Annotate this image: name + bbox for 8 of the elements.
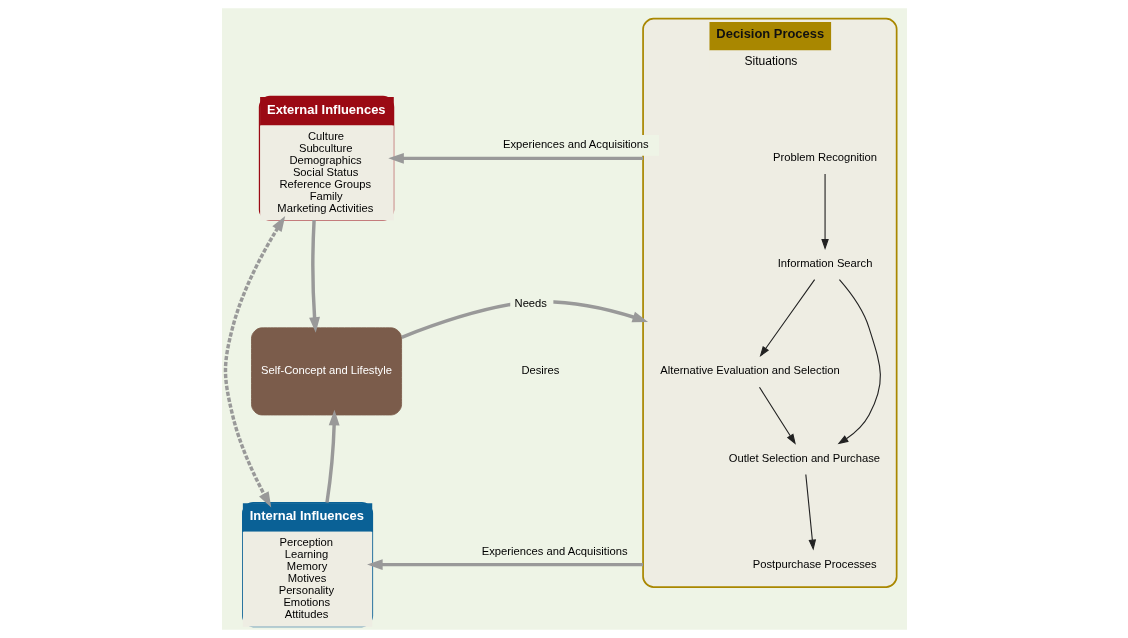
node-text: Alternative Evaluation and Selection (659, 364, 840, 377)
node-text: Postpurchase Processes (752, 557, 877, 570)
edge-label: Needs (514, 296, 547, 309)
label: Desires (520, 364, 559, 377)
node-text: Information Search (777, 256, 872, 269)
node-text: Outlet Selection and Purchase (728, 451, 880, 464)
node-text: Problem Recognition (772, 151, 877, 164)
edge-label: Experiences and Acquisitions (481, 544, 628, 557)
